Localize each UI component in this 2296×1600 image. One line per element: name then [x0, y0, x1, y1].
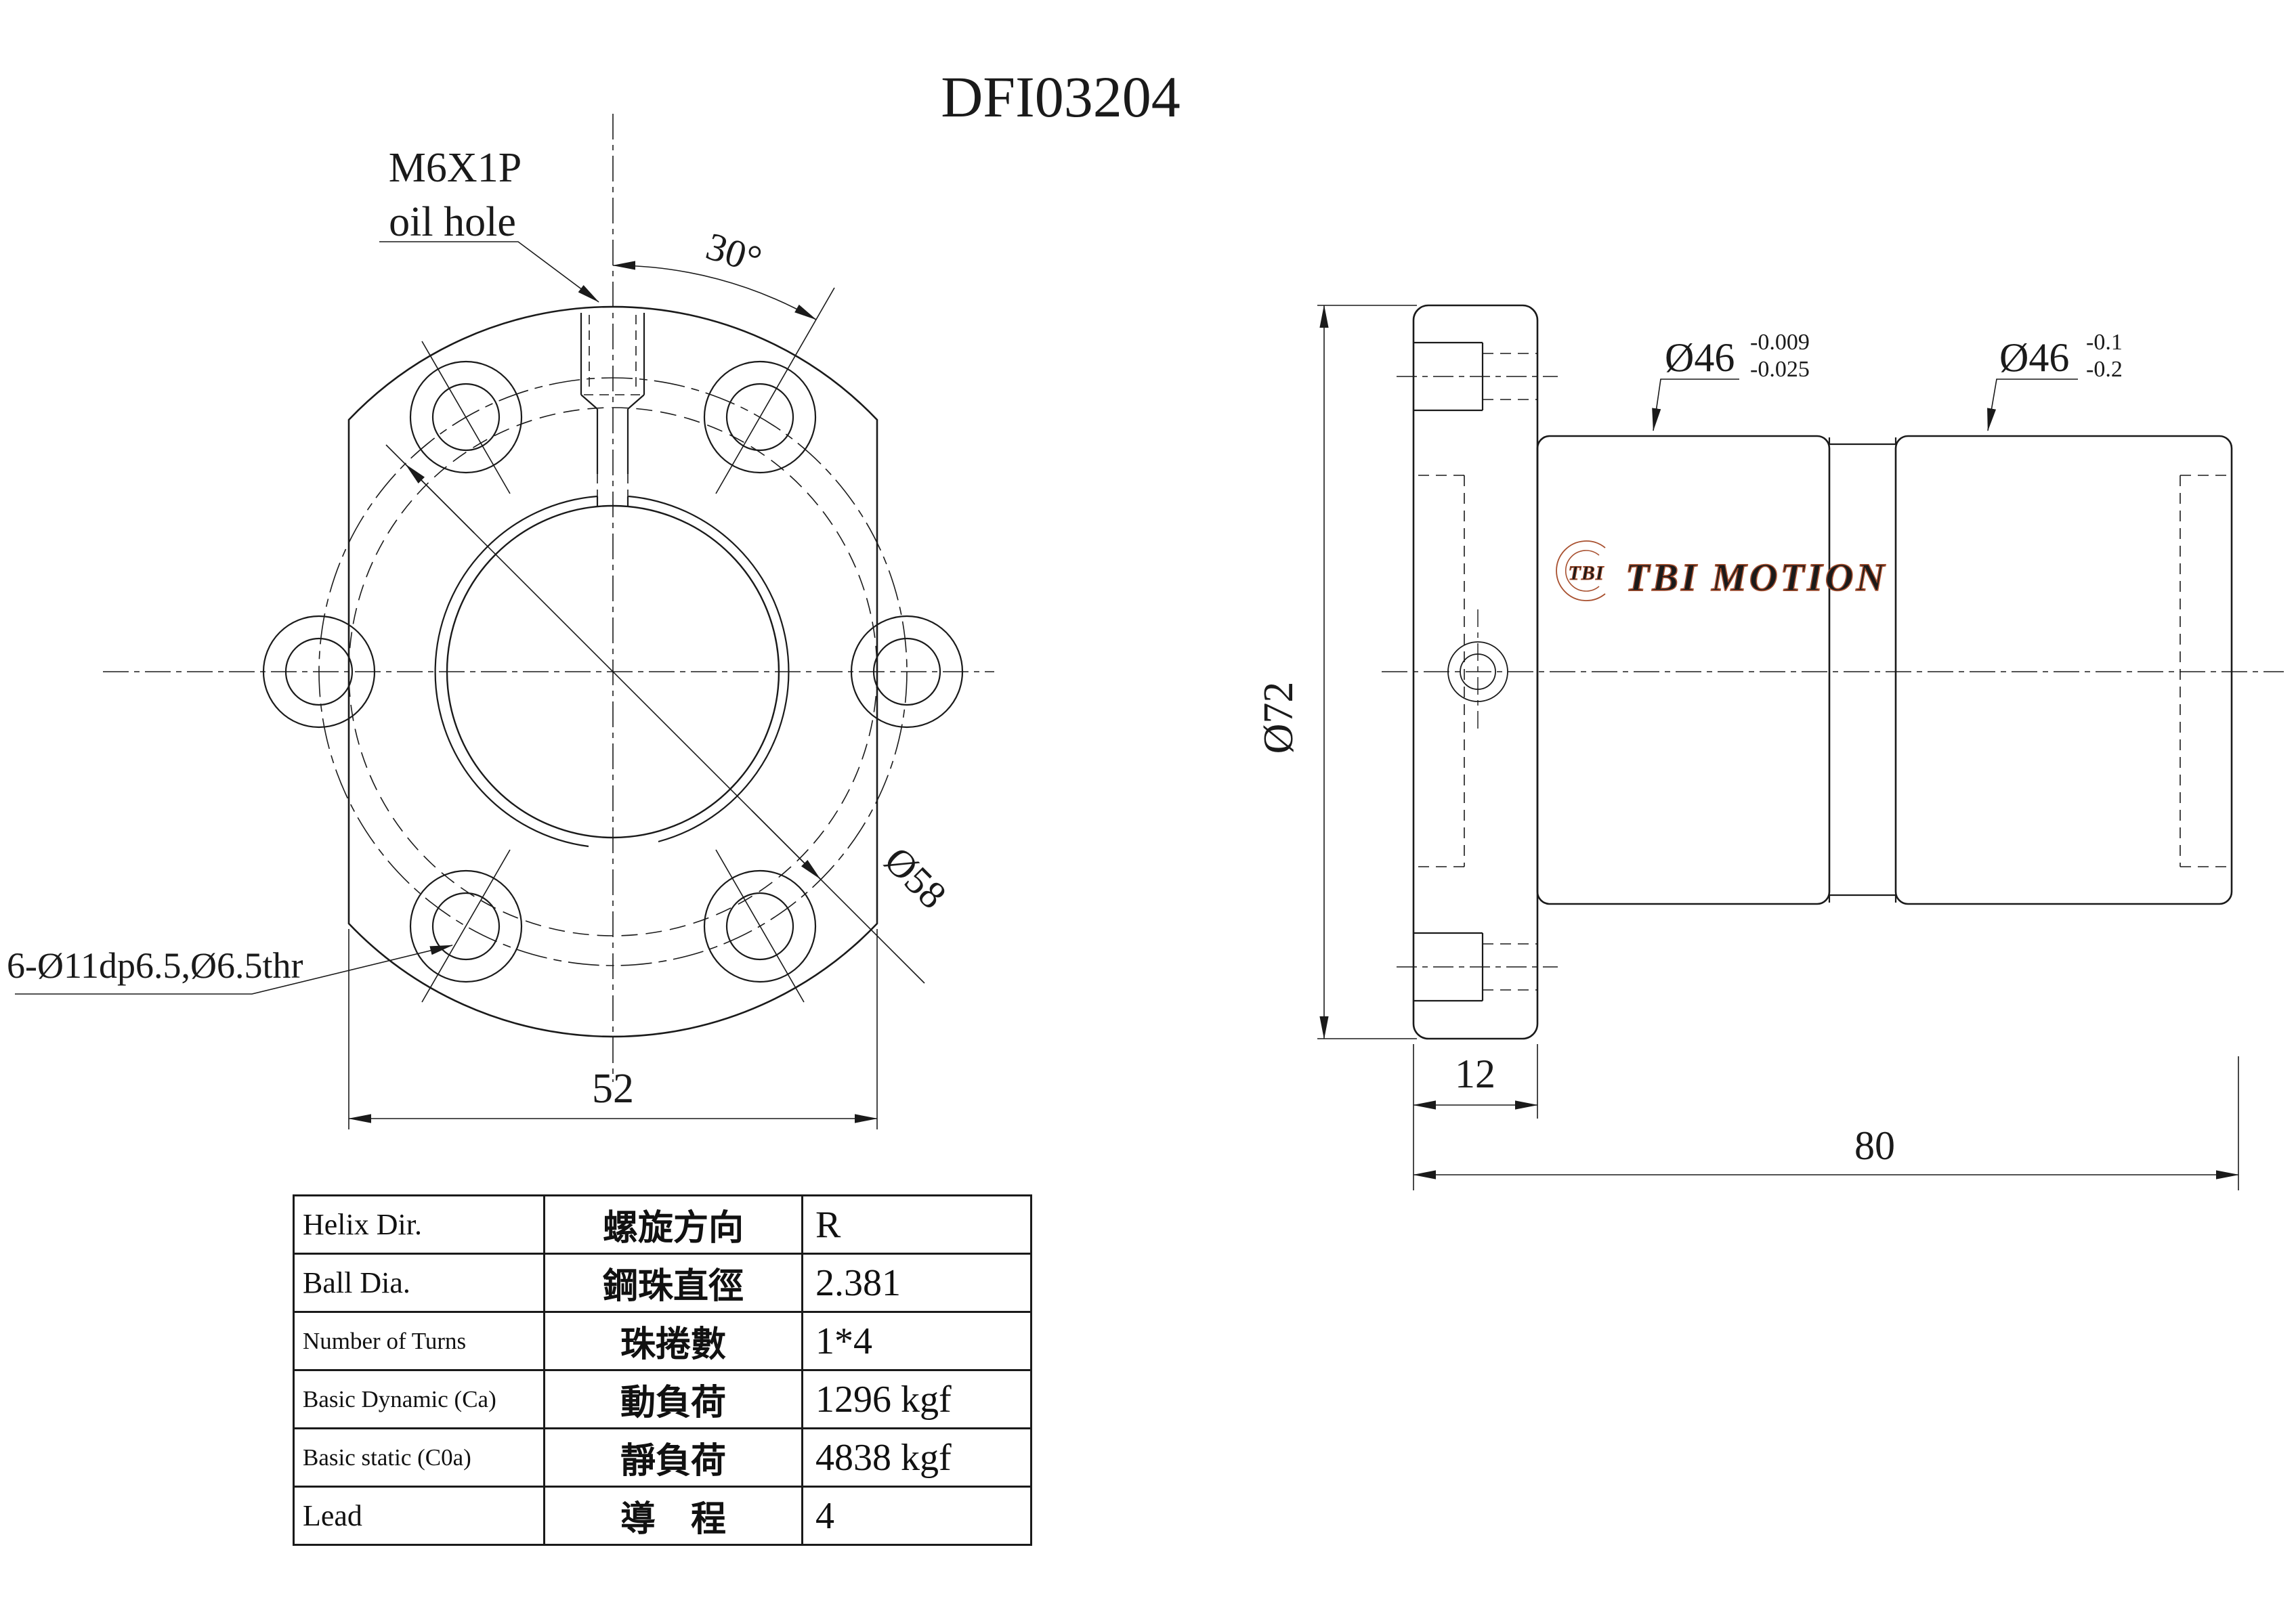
spec-label-zh: 螺旋方向: [543, 1194, 803, 1255]
front-view: [15, 114, 994, 1129]
spec-label-en: Lead: [293, 1486, 545, 1546]
page-title: DFI03204: [941, 64, 1181, 129]
table-row: Ball Dia. 鋼珠直徑 2.381: [293, 1253, 1032, 1313]
body-section-front: [1536, 435, 1831, 905]
bolt-hole-left: [262, 615, 376, 729]
overall-length-dimension: [1413, 1056, 2239, 1190]
logo-text: TBI MOTION: [1625, 555, 1887, 599]
oil-hole-label-line1: M6X1P: [389, 145, 522, 191]
spec-label-en: Ball Dia.: [293, 1253, 545, 1313]
oil-hole: [580, 313, 645, 506]
spec-label-zh: 動負荷: [543, 1369, 803, 1429]
spec-value: 4838 kgf: [801, 1427, 1032, 1488]
spec-label-en: Helix Dir.: [293, 1194, 545, 1255]
table-row: Basic static (C0a) 靜負荷 4838 kgf: [293, 1427, 1032, 1488]
flange-hole-bottom: [1397, 932, 1558, 1002]
rear-hidden-bore: [2180, 475, 2230, 867]
flange-hole-top: [1397, 341, 1558, 412]
spec-value: 2.381: [801, 1253, 1032, 1313]
pcd-dim-label: Ø58: [876, 838, 955, 917]
side-view: TBI TBI MOTION: [1317, 304, 2284, 1190]
body-dia-front-tol-lower: -0.025: [1750, 357, 1810, 382]
bolt-hole-top-left: [409, 341, 523, 494]
flange-dia-label: Ø72: [1256, 682, 1302, 754]
flange-width-dimension: [1413, 1044, 1538, 1190]
spec-label-en: Number of Turns: [293, 1311, 545, 1371]
flange-hidden-recess: [1418, 475, 1465, 867]
angle-dim-label: 30°: [701, 223, 767, 282]
bolt-holes-leader: [15, 945, 453, 995]
spec-value: 1*4: [801, 1311, 1032, 1371]
spec-value: 1296 kgf: [801, 1369, 1032, 1429]
body-dia-front-tol-upper: -0.009: [1750, 330, 1810, 355]
oil-hole-label-line2: oil hole: [389, 199, 516, 245]
flange-outline: [347, 305, 878, 1038]
body-dia-rear-tol-upper: -0.1: [2086, 330, 2123, 355]
body-dia-rear-leader: [1987, 379, 2078, 431]
body-dia-rear-tol-lower: -0.2: [2086, 357, 2123, 382]
spec-value: 4: [801, 1486, 1032, 1546]
table-row: Helix Dir. 螺旋方向 R: [293, 1194, 1032, 1255]
bore-circle: [446, 504, 780, 839]
thread-arc-left: [434, 495, 598, 848]
thread-arc-right: [628, 495, 790, 843]
bolt-holes-note: 6-Ø11dp6.5,Ø6.5thr: [7, 945, 303, 986]
logo-mark-text: TBI: [1568, 562, 1604, 584]
overall-length-label: 80: [1854, 1123, 1895, 1168]
width-dim-label: 52: [592, 1066, 634, 1112]
bolt-hole-bottom-left: [409, 849, 523, 1003]
table-row: Number of Turns 珠捲數 1*4: [293, 1311, 1032, 1371]
width-dimension: [348, 929, 878, 1129]
body-neck: [1828, 437, 1897, 903]
logo-c-mark-outer: [1556, 540, 1606, 601]
oil-hole-leader: [379, 241, 599, 303]
spec-label-zh: 鋼珠直徑: [543, 1253, 803, 1313]
angle-dimension-arc: [612, 261, 817, 320]
body-dia-front-label: Ø46: [1665, 335, 1735, 380]
flange-oil-hole: [1447, 609, 1508, 734]
pcd-dimension: [385, 444, 925, 984]
body-dia-front-leader: [1652, 379, 1739, 431]
spec-label-en: Basic Dynamic (Ca): [293, 1369, 545, 1429]
logo-c-mark-inner: [1565, 550, 1600, 592]
body-dia-rear-label: Ø46: [1999, 335, 2069, 380]
flange-dia-dimension: [1317, 305, 1417, 1039]
bolt-hole-bottom-right: [703, 849, 817, 1003]
spec-label-en: Basic static (C0a): [293, 1427, 545, 1488]
spec-label-zh: 靜負荷: [543, 1427, 803, 1488]
bolt-circle: [318, 377, 908, 966]
tbi-motion-logo: TBI TBI MOTION: [1556, 540, 1887, 601]
spec-label-zh: 導 程: [543, 1486, 803, 1546]
flange-width-label: 12: [1455, 1052, 1495, 1096]
bolt-hole-top-right: [703, 287, 835, 494]
hidden-circle: [348, 407, 878, 936]
table-row: Basic Dynamic (Ca) 動負荷 1296 kgf: [293, 1369, 1032, 1429]
bolt-hole-right: [850, 615, 964, 729]
body-section-rear: [1894, 435, 2233, 905]
spec-table: Helix Dir. 螺旋方向 R Ball Dia. 鋼珠直徑 2.381 N…: [293, 1194, 1032, 1546]
spec-label-zh: 珠捲數: [543, 1311, 803, 1371]
spec-value: R: [801, 1194, 1032, 1255]
table-row: Lead 導 程 4: [293, 1486, 1032, 1546]
